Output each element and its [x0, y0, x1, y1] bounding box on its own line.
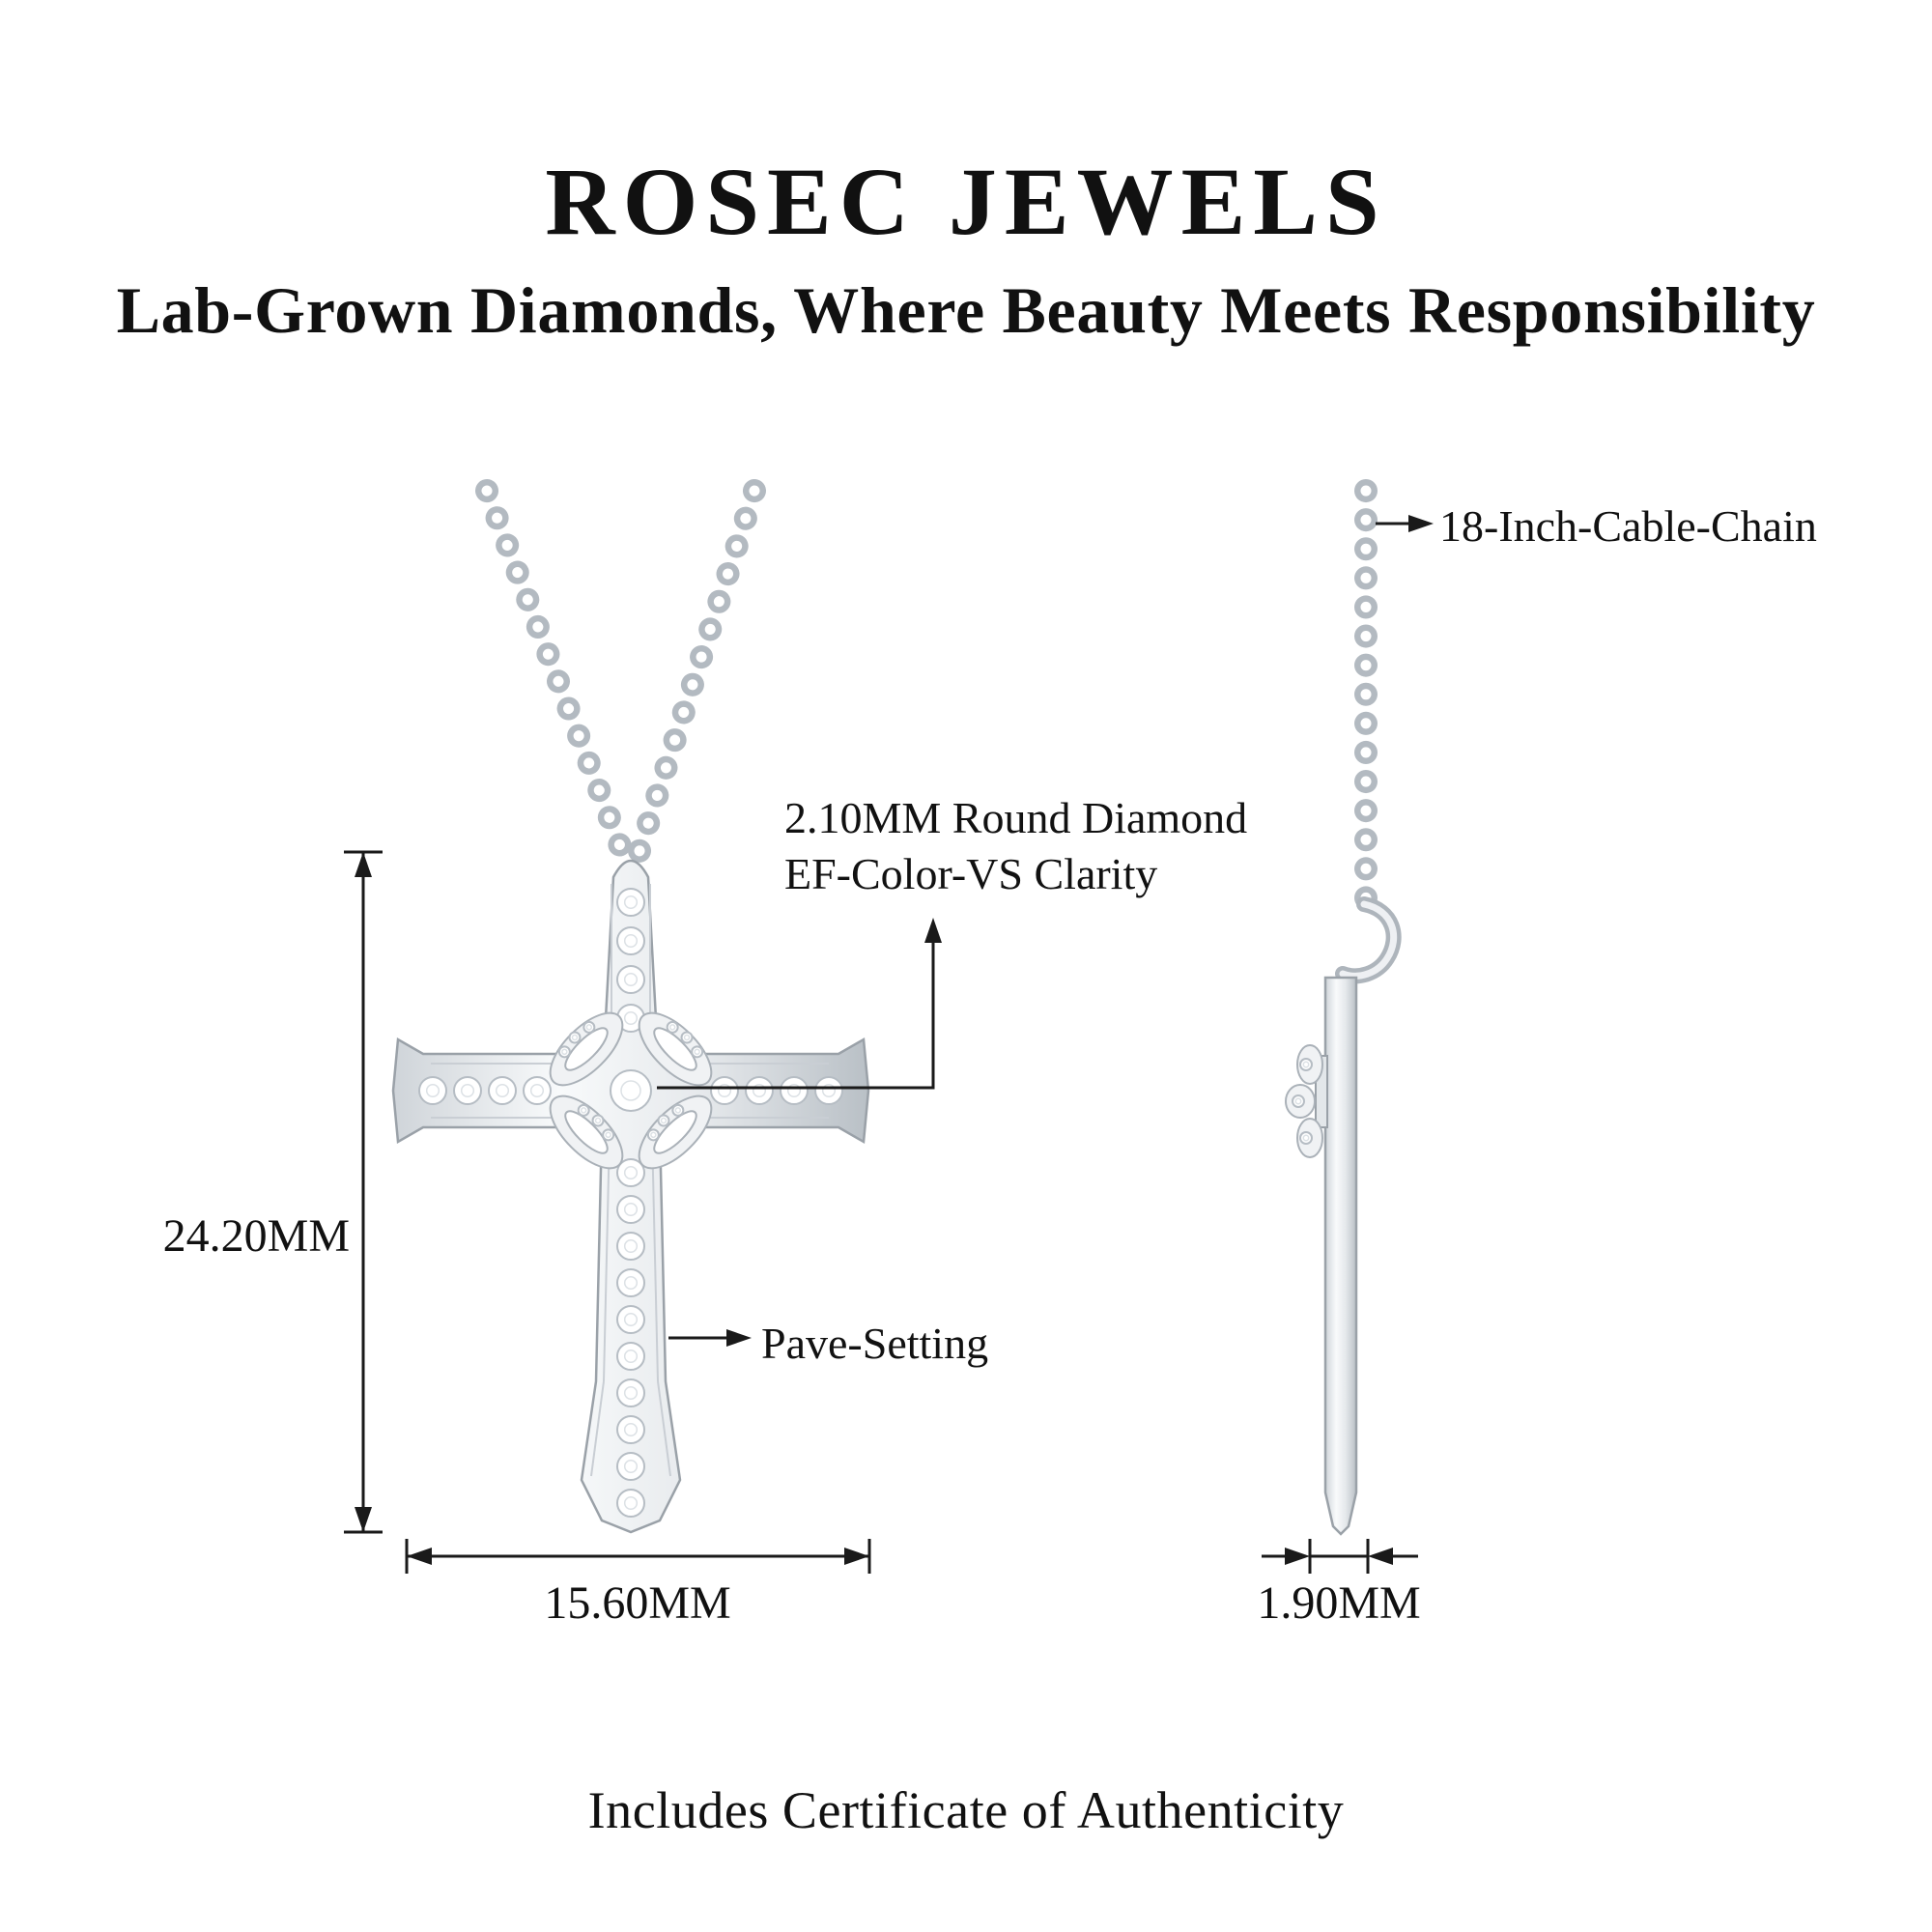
left-arrowhead-icon — [1368, 1548, 1393, 1565]
diamond-callout-line1: 2.10MM Round Diamond — [784, 793, 1248, 842]
width-dimension-label: 15.60MM — [544, 1577, 731, 1629]
diamond-callout-line2: EF-Color-VS Clarity — [784, 848, 1158, 898]
bow-loop-lower-left — [549, 1094, 624, 1170]
bow-loop-upper-right — [638, 1011, 713, 1087]
brand-title: ROSEC JEWELS — [545, 148, 1387, 255]
depth-dimension — [1262, 1539, 1418, 1574]
brand-tagline: Lab-Grown Diamonds, Where Beauty Meets R… — [116, 273, 1816, 348]
diamond-callout-label: 2.10MM Round Diamond EF-Color-VS Clarity — [784, 790, 1247, 901]
front-view — [391, 479, 870, 1534]
bail-hook — [1335, 896, 1402, 984]
side-profile-stones — [1292, 1058, 1313, 1145]
bow-loop-stones — [666, 1020, 704, 1059]
down-arrowhead-icon — [355, 1507, 372, 1532]
pave-diamonds — [418, 888, 843, 1518]
right-arrowhead-icon — [1285, 1548, 1310, 1565]
up-arrowhead-icon — [924, 918, 942, 943]
bow-loop-stones — [557, 1020, 596, 1059]
bow-loop-stones — [646, 1103, 685, 1142]
center-diamond — [610, 1069, 652, 1112]
pave-callout-label: Pave-Setting — [761, 1319, 989, 1368]
up-arrowhead-icon — [355, 852, 372, 877]
bow-loop-stones — [577, 1103, 615, 1142]
left-arrowhead-icon — [407, 1548, 432, 1565]
certificate-note: Includes Certificate of Authenticity — [587, 1781, 1345, 1839]
right-arrowhead-icon — [844, 1548, 869, 1565]
depth-dimension-label: 1.90MM — [1257, 1577, 1421, 1629]
right-arrowhead-icon — [726, 1329, 752, 1347]
cable-chain-front — [475, 479, 766, 866]
pave-callout-line — [668, 1329, 752, 1347]
chain-callout-line — [1376, 515, 1434, 532]
bow-loop-upper-left — [549, 1011, 624, 1087]
chain-callout-label: 18-Inch-Cable-Chain — [1439, 501, 1817, 551]
right-arrowhead-icon — [1408, 515, 1434, 532]
diamond-callout-line — [657, 918, 942, 1090]
bow-knot — [549, 1011, 713, 1170]
side-view — [1285, 479, 1402, 1536]
pendant-profile — [1285, 976, 1358, 1536]
height-dimension — [344, 850, 383, 1534]
cross-pendant — [391, 859, 870, 1534]
height-dimension-label: 24.20MM — [162, 1210, 350, 1262]
bow-loop-lower-right — [638, 1094, 713, 1170]
width-dimension — [405, 1539, 871, 1574]
